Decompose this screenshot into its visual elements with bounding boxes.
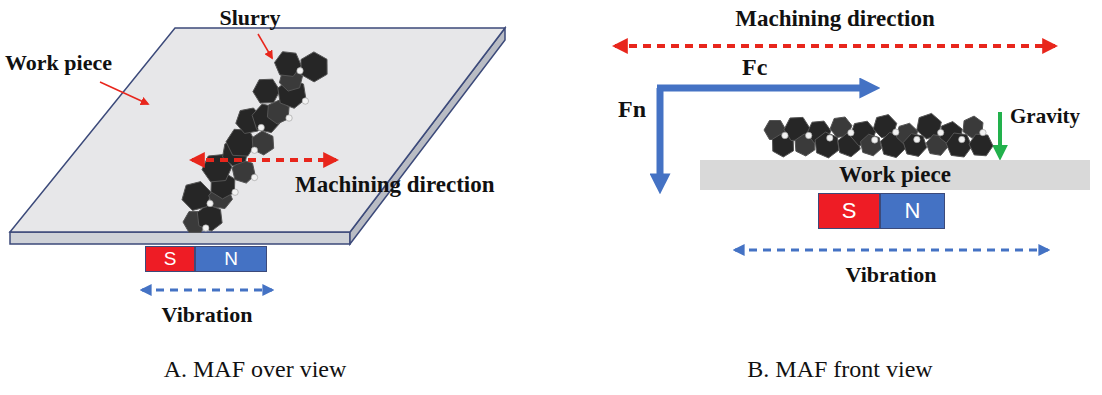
node-text: S [842, 199, 857, 223]
abrasive-particle [226, 129, 256, 156]
abrasive-particle [182, 182, 211, 211]
plate-front-face [10, 232, 350, 244]
node-text: Work piece [839, 162, 951, 187]
iron-particle [893, 129, 899, 135]
leader-line [258, 34, 272, 58]
iron-particle [203, 225, 209, 231]
leader-line [100, 82, 148, 104]
annotation-label: Machining direction [735, 6, 935, 32]
magnet-pole: N [195, 246, 267, 272]
iron-particle [827, 135, 833, 141]
annotation-label: Work piece [5, 50, 112, 75]
node-text: N [905, 199, 921, 223]
node-text: S [164, 249, 177, 270]
annotation-label: Vibration [846, 262, 937, 287]
abrasive-particle [301, 52, 327, 82]
annotation-label: Fn [618, 96, 646, 124]
iron-particle [258, 124, 264, 130]
abrasive-particle [969, 134, 993, 156]
abrasive-particle [946, 133, 972, 157]
slurry-cluster [764, 113, 993, 157]
node-text: N [224, 249, 238, 270]
gravity-arrow [998, 112, 1002, 156]
magnet-pole: N [880, 193, 945, 229]
panel-caption: A. MAF over view [164, 356, 347, 384]
panel-caption: B. MAF front view [747, 356, 932, 384]
iron-particle [232, 189, 238, 195]
iron-particle [806, 132, 812, 138]
iron-particle [251, 174, 257, 180]
annotation-label: Vibration [162, 302, 253, 327]
slurry-cluster [182, 52, 327, 233]
iron-particle [914, 136, 920, 142]
iron-particle [286, 115, 292, 121]
cutting-force-arrow [657, 85, 872, 92]
iron-particle [848, 130, 854, 136]
abrasive-particle [252, 131, 274, 155]
iron-particle [959, 136, 965, 142]
vibration-arrow [142, 289, 272, 292]
normal-force-arrow [657, 88, 664, 186]
iron-particle [251, 147, 257, 153]
iron-particle [938, 129, 944, 135]
magnet-pole: S [145, 246, 195, 272]
vibration-arrow [735, 249, 1048, 252]
annotation-label: Slurry [219, 5, 280, 30]
iron-particle [297, 68, 303, 74]
iron-particle [207, 200, 213, 206]
annotation-label: Gravity [1010, 104, 1080, 128]
work-piece-bar: Work piece [700, 160, 1090, 190]
iron-particle [782, 132, 788, 138]
iron-particle [980, 129, 986, 135]
abrasive-particle [253, 79, 280, 103]
annotation-label: Machining direction [295, 172, 495, 198]
annotation-label: Fc [742, 54, 767, 82]
abrasive-particle [903, 134, 926, 157]
iron-particle [872, 137, 878, 143]
machining-arrow [615, 44, 1055, 48]
machining-arrow [192, 158, 336, 162]
abrasive-particle [861, 134, 882, 156]
iron-particle [302, 98, 308, 104]
magnet-pole: S [818, 193, 880, 229]
